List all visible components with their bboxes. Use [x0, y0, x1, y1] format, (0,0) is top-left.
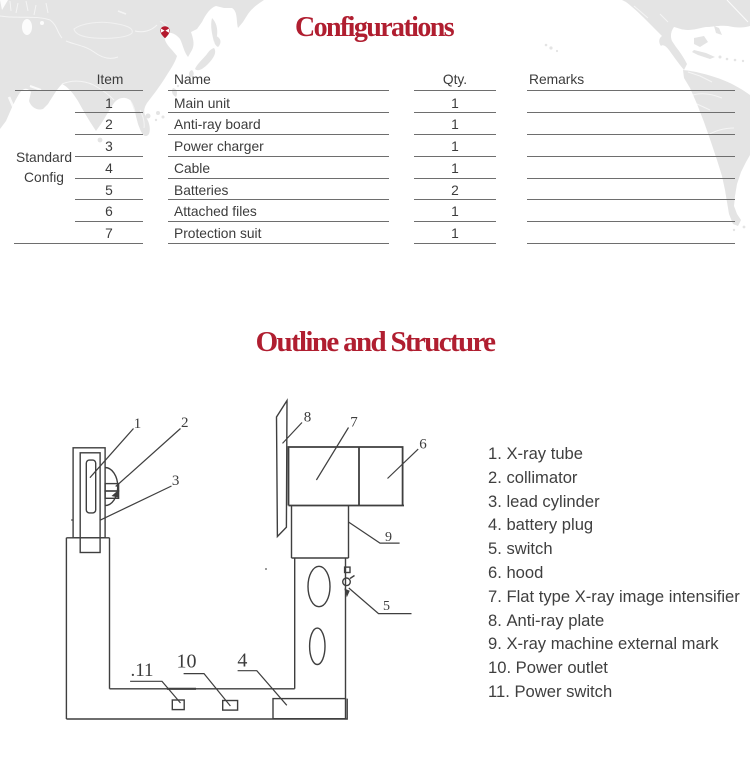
- svg-text:7: 7: [350, 415, 358, 431]
- svg-text:1: 1: [134, 416, 142, 432]
- svg-text:5: 5: [383, 599, 390, 614]
- svg-text:.11: .11: [130, 660, 153, 681]
- svg-text:9: 9: [385, 530, 392, 545]
- svg-text:6: 6: [419, 437, 427, 453]
- svg-text:2: 2: [181, 415, 189, 431]
- svg-text:10: 10: [177, 651, 197, 673]
- svg-text:3: 3: [172, 473, 180, 489]
- svg-text:4: 4: [237, 650, 247, 672]
- svg-text:8: 8: [304, 410, 312, 426]
